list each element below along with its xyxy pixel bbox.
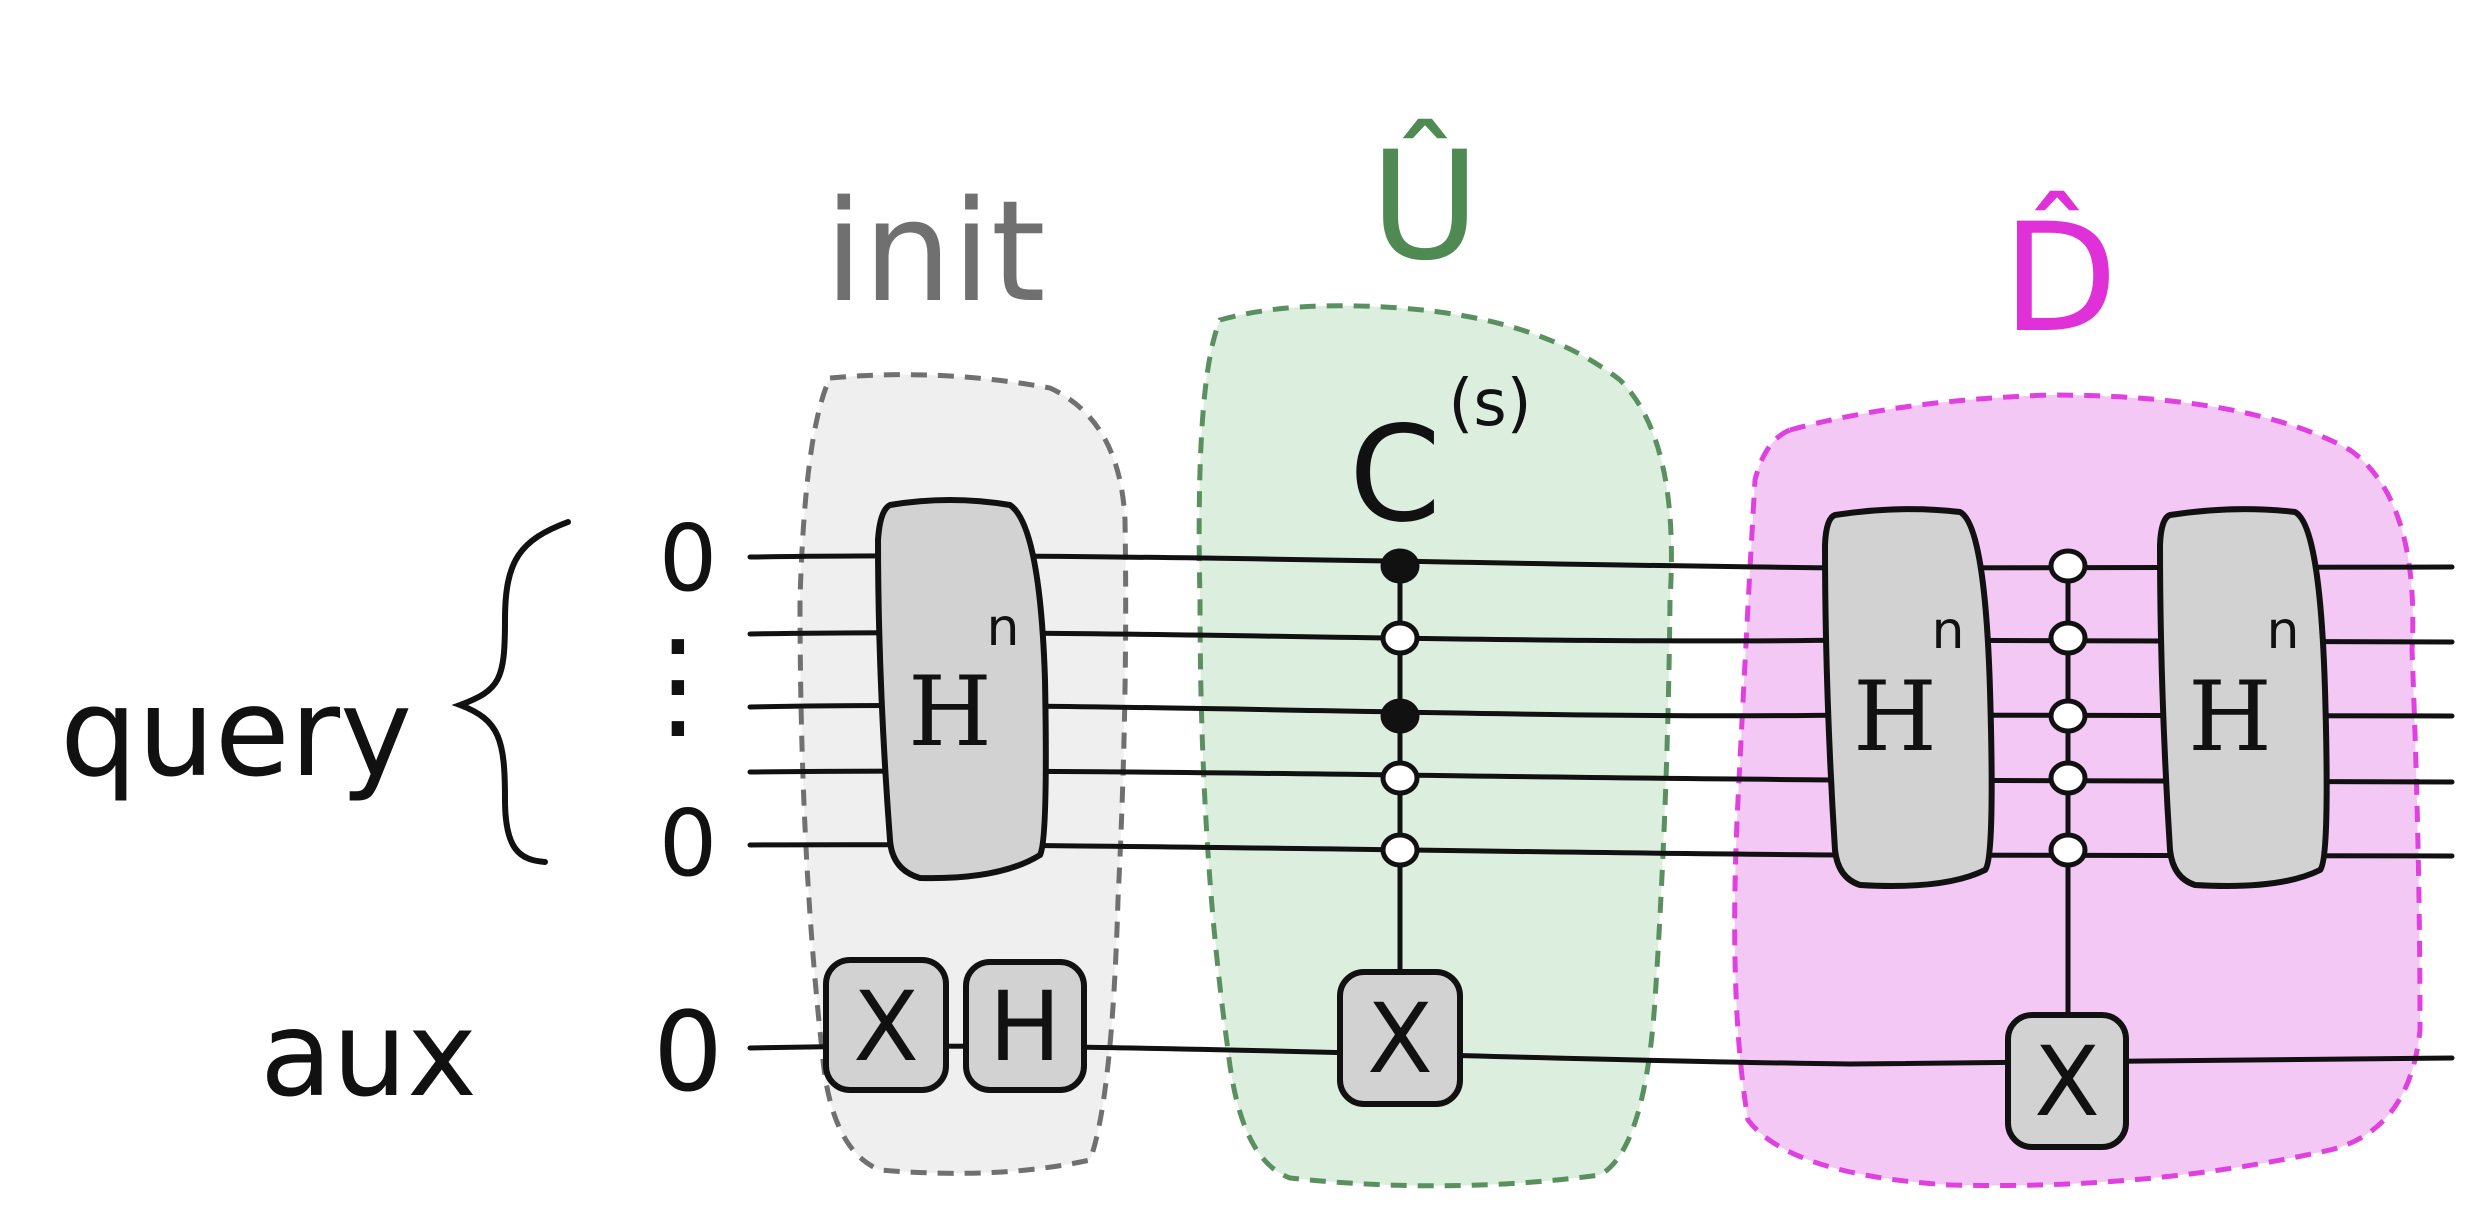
oracle-label: Û (1370, 118, 1480, 294)
diffuser-x-gate-label: X (2034, 1026, 2100, 1138)
diffuser-label: D̂ (2002, 191, 2118, 366)
diffuser-control-open-5 (2048, 832, 2088, 868)
oracle-x-gate: X (1337, 969, 1463, 1107)
oracle-x-gate-label: X (1367, 983, 1433, 1095)
query-bottom-state: 0 (659, 790, 718, 897)
aux-label: aux (260, 985, 477, 1123)
controlled-label-superscript: (s) (1448, 367, 1531, 441)
oracle-controls (1380, 548, 1420, 868)
diffuser-controls (2048, 548, 2088, 868)
query-dots: ⋮ (618, 615, 738, 754)
init-hn-gate: H n (874, 497, 1049, 882)
oracle-control-open-4 (1380, 760, 1420, 796)
controlled-label: C (1349, 398, 1441, 552)
diffuser-control-open-2 (2048, 620, 2088, 656)
diffuser-control-open-1 (2048, 548, 2088, 584)
init-hn-gate-label: H (908, 656, 992, 768)
oracle-control-open-2 (1380, 620, 1420, 656)
init-aux-h-gate-label: H (989, 971, 1061, 1083)
diffuser-hn-gate-right-exponent: n (2267, 601, 2300, 661)
diffuser-hn-gate-left-exponent: n (1932, 601, 1965, 661)
diffuser-hn-gate-left-label: H (1853, 661, 1937, 773)
diffuser-hn-gate-right-label: H (2188, 661, 2272, 773)
oracle-control-filled-1 (1380, 548, 1420, 584)
diffuser-hn-gate-left: H n (1821, 506, 1995, 889)
diffuser-hn-gate-right: H n (2156, 506, 2330, 889)
oracle-control-open-5 (1380, 832, 1420, 868)
init-aux-h-gate: H (963, 959, 1087, 1093)
oracle-region (1196, 303, 1674, 1189)
query-top-state: 0 (659, 505, 718, 612)
diffuser-control-open-3 (2048, 698, 2088, 734)
query-label: query (60, 662, 412, 804)
diffuser-x-gate: X (2005, 1012, 2129, 1150)
oracle-control-filled-3 (1380, 698, 1420, 734)
init-aux-x-gate: X (823, 957, 949, 1093)
init-aux-x-gate-label: X (853, 971, 919, 1083)
diffuser-control-open-4 (2048, 760, 2088, 796)
query-brace (451, 519, 571, 865)
init-label: init (824, 171, 1045, 334)
aux-state: 0 (653, 988, 723, 1116)
init-hn-gate-exponent: n (987, 598, 1020, 658)
